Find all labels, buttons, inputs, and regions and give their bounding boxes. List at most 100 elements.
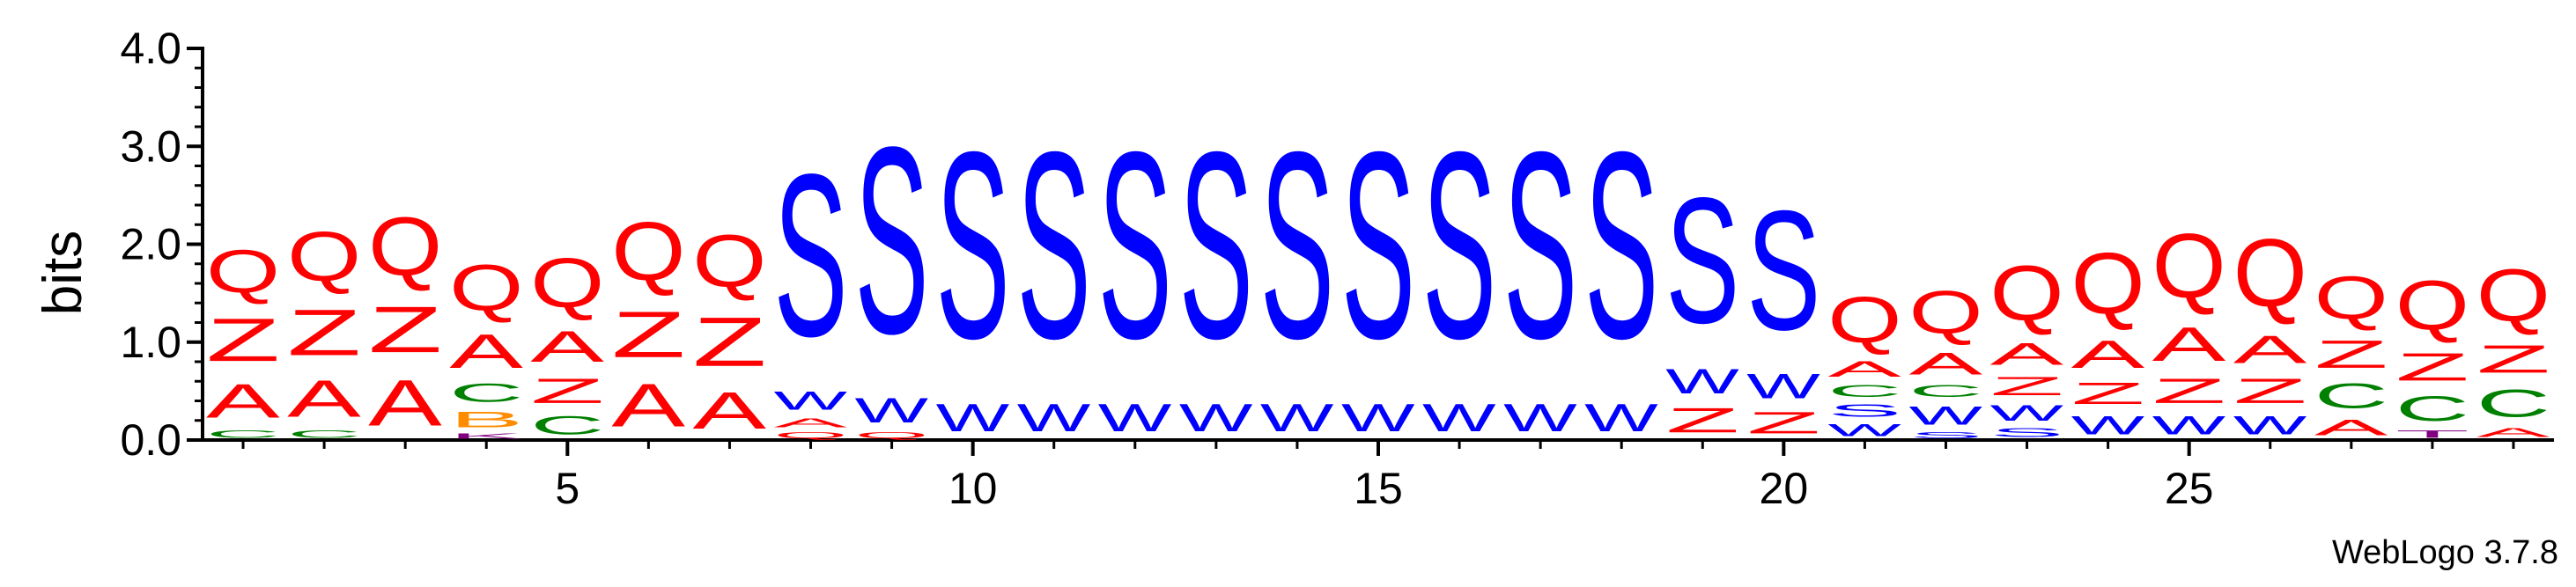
logo-column-11: WS [1017, 97, 1091, 439]
logo-letter-Q: Q [530, 245, 604, 323]
logo-letter-Q: Q [2152, 215, 2226, 318]
logo-letter-W: W [1422, 396, 1496, 440]
logo-glyph-stacks: CAZQCAZQAZQKBCAQCZAQAZQAZQQAWSQWSWSWSWSW… [206, 92, 2550, 440]
logo-letter-S: S [1179, 97, 1253, 394]
logo-letter-W: W [1584, 396, 1658, 440]
logo-letter-Z: Z [2314, 332, 2388, 376]
logo-letter-A: A [449, 324, 523, 378]
logo-letter-S: S [1908, 430, 1982, 440]
logo-letter-W: W [855, 391, 929, 430]
logo-letter-A: A [692, 381, 766, 440]
logo-letter-A: A [2152, 317, 2226, 371]
logo-letter-C: C [206, 429, 280, 440]
logo-letter-W: W [2152, 410, 2226, 439]
logo-column-20: ZWS [1746, 175, 1820, 440]
logo-letter-T: T [2395, 429, 2469, 440]
x-tick-label: 15 [1354, 464, 1403, 513]
logo-letter-S: S [1827, 401, 1901, 421]
logo-letter-W: W [1827, 421, 1901, 440]
logo-letter-Z: Z [287, 297, 361, 370]
logo-letter-Z: Z [1665, 401, 1739, 440]
logo-letter-S: S [1260, 97, 1334, 394]
logo-letter-C: C [1827, 381, 1901, 400]
logo-letter-C: C [2476, 381, 2550, 425]
logo-letter-S: S [773, 125, 847, 385]
logo-letter-Z: Z [2071, 377, 2145, 411]
logo-letter-S: S [936, 97, 1010, 394]
logo-letter-W: W [936, 396, 1010, 440]
logo-letter-Z: Z [611, 298, 685, 371]
logo-column-7: AZQ [692, 219, 766, 440]
logo-letter-W: W [773, 386, 847, 415]
logo-letter-Q: Q [855, 430, 929, 440]
logo-column-17: WS [1503, 97, 1577, 439]
logo-column-18: WS [1584, 97, 1658, 439]
logo-letter-A: A [287, 370, 361, 429]
logo-letter-C: C [287, 429, 361, 440]
logo-letter-S: S [1341, 97, 1415, 394]
logo-letter-Z: Z [2233, 371, 2307, 410]
logo-column-6: AZQ [611, 205, 685, 440]
logo-letter-S: S [1017, 97, 1091, 394]
logo-letter-S: S [1503, 97, 1577, 394]
logo-letter-A: A [530, 323, 604, 371]
logo-letter-W: W [1341, 396, 1415, 440]
logo-letter-Q: Q [1990, 249, 2064, 337]
logo-letter-A: A [773, 415, 847, 430]
logo-letter-S: S [1584, 97, 1658, 394]
x-tick-label: 20 [1760, 464, 1809, 513]
logo-column-16: WS [1422, 97, 1496, 439]
weblogo-credit: WebLogo 3.7.8 [2332, 534, 2558, 571]
logo-column-13: WS [1179, 97, 1253, 439]
x-tick-label: 25 [2165, 464, 2214, 513]
logo-column-10: WS [936, 97, 1010, 439]
logo-letter-Z: Z [2395, 345, 2469, 389]
logo-letter-S: S [1990, 425, 2064, 440]
logo-letter-A: A [1990, 337, 2064, 371]
y-axis-label: bits [33, 231, 93, 315]
logo-letter-Z: Z [368, 294, 442, 367]
logo-letter-A: A [2314, 415, 2389, 440]
y-tick-label: 1.0 [120, 318, 181, 367]
logo-letter-A: A [611, 371, 685, 439]
logo-letter-W: W [1260, 396, 1334, 440]
logo-letter-S: S [1098, 97, 1172, 394]
logo-letter-C: C [449, 378, 523, 407]
logo-letter-Q: Q [1908, 279, 1982, 347]
logo-letter-C: C [530, 411, 604, 440]
logo-letter-Z: Z [1746, 406, 1820, 440]
logo-letter-Z: Z [206, 306, 280, 375]
logo-letter-Q: Q [2233, 220, 2307, 327]
logo-letter-B: B [449, 407, 523, 432]
logo-letter-W: W [1665, 362, 1739, 401]
logo-letter-Q: Q [287, 218, 361, 297]
logo-letter-W: W [2071, 410, 2145, 439]
logo-letter-S: S [1746, 175, 1820, 366]
logo-letter-A: A [1827, 357, 1902, 382]
logo-letter-A: A [2476, 425, 2550, 440]
y-tick-label: 4.0 [120, 24, 181, 73]
logo-letter-Q: Q [2314, 264, 2388, 332]
logo-letter-A: A [206, 374, 280, 429]
logo-letter-Q: Q [206, 238, 280, 305]
logo-letter-Q: Q [2395, 267, 2469, 345]
logo-letter-W: W [1990, 400, 2064, 425]
logo-letter-K: K [449, 432, 523, 440]
logo-letter-W: W [1908, 400, 1982, 429]
logo-letter-C: C [1908, 381, 1982, 400]
logo-letter-Q: Q [692, 219, 766, 303]
logo-column-15: WS [1341, 97, 1415, 439]
logo-letter-C: C [2395, 389, 2469, 428]
